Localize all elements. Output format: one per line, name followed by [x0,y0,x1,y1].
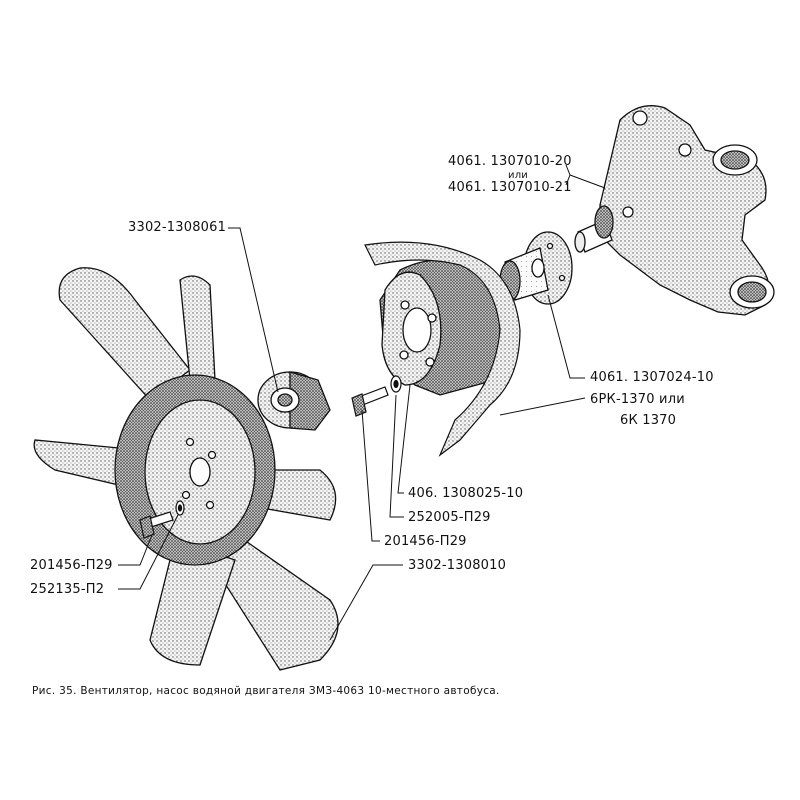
leader-lines [118,164,606,641]
label-pump-or: или [508,170,528,181]
fan [33,267,339,671]
label-washer: 252005-П29 [408,510,491,525]
belt-pulley [379,259,513,396]
figure-caption: Рис. 35. Вентилятор, насос водяной двига… [32,685,500,697]
label-washer-left: 252135-П2 [30,582,105,597]
center-bolt [351,375,402,417]
label-fan: 3302-1308010 [408,558,507,573]
label-hub: 3302-1308061 [128,220,227,235]
label-belt-b: 6К 1370 [620,413,677,428]
label-bolt-center: 201456-П29 [384,534,467,549]
water-pump [574,105,775,316]
label-pump-a: 4061. 1307010-20 [448,154,572,169]
label-pump-b: 4061. 1307010-21 [448,180,572,195]
drive-belt [364,241,521,457]
label-belt-a: 6РК-1370 или [590,392,685,407]
label-pulley: 406. 1308025-10 [408,486,524,501]
fan-hub [257,371,331,431]
pulley-hub [499,231,573,305]
left-bolt [139,500,185,539]
label-bolt-left: 201456-П29 [30,558,113,573]
label-pulley-hub: 4061. 1307024-10 [590,370,714,385]
